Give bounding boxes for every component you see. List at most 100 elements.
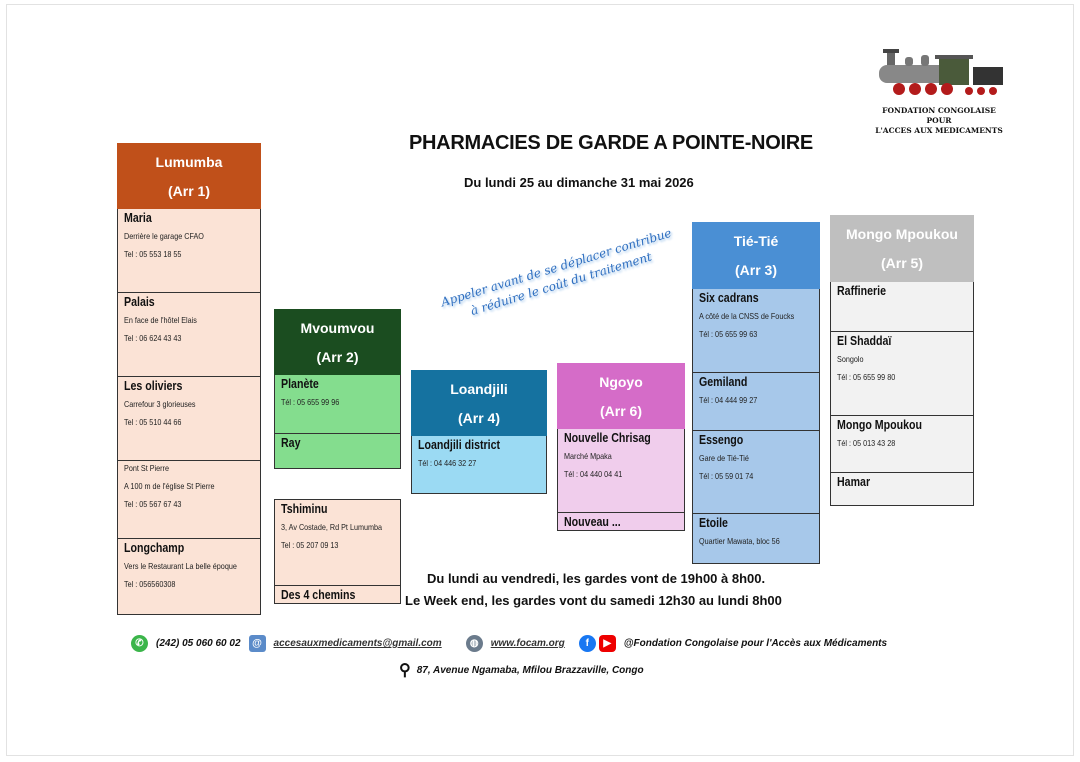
pharmacy-name: Gemiland (699, 375, 748, 389)
district-header: Tié-Tié (Arr 3) (692, 222, 820, 289)
pharmacy-name: El Shaddaï (837, 334, 892, 348)
phone-icon: ✆ (131, 635, 148, 652)
website-link[interactable]: www.focam.org (490, 638, 565, 649)
pharmacy-entry: Raffinerie (830, 282, 974, 332)
pharmacy-name: Tshiminu (281, 502, 328, 516)
pharmacy-detail: Marché Mpaka (564, 451, 612, 461)
pharmacy-detail: Tél : 05 655 99 96 (281, 397, 340, 407)
district-arrondissement: (Arr 6) (599, 402, 642, 419)
pharmacy-detail: A côté de la CNSS de Foucks (699, 311, 795, 321)
pharmacy-name: Loandjili district (418, 438, 501, 452)
district-header: Ngoyo(Arr 6) (557, 363, 685, 429)
pharmacy-name: Mongo Mpoukou (837, 418, 922, 432)
district-arrondissement: (Arr 5) (880, 255, 923, 272)
pharmacy-detail: A 100 m de l'église St Pierre (124, 481, 215, 491)
pharmacy-detail: Tél : 05 59 01 74 (699, 471, 754, 481)
district-name: Loandjili (450, 380, 508, 397)
pharmacy-entry: Des 4 chemins (274, 586, 401, 604)
pharmacy-detail: Quartier Mawata, bloc 56 (699, 536, 780, 546)
email-link[interactable]: accesauxmedicaments@gmail.com (273, 638, 442, 649)
pharmacy-name: Maria (124, 211, 152, 225)
pharmacy-entry: Nouveau ... (557, 513, 685, 531)
pharmacy-name: Les oliviers (124, 379, 183, 393)
pharmacy-detail: Pont St Pierre (124, 463, 169, 473)
pharmacy-name: Raffinerie (837, 284, 887, 298)
weekday-hours: Du lundi au vendredi, les gardes vont de… (427, 571, 766, 586)
globe-icon: ◍ (465, 635, 483, 652)
pharmacy-detail: Gare de Tié-Tié (699, 453, 749, 463)
address: ⚲ 87, Avenue Ngamaba, Mfilou Brazzaville… (399, 660, 644, 680)
district-header: Loandjili(Arr 4) (411, 370, 547, 436)
pharmacy-name: Six cadrans (699, 291, 759, 305)
district-column-ti-ti-: Tié-Tié (Arr 3) Six cadrans A côté de la CN… (692, 222, 820, 564)
district-arrondissement: (Arr 1) (167, 182, 210, 199)
pharmacy-detail: Tél : 05 655 99 63 (699, 329, 758, 339)
pharmacy-detail: Tel : 05 207 09 13 (281, 540, 339, 550)
address-text: 87, Avenue Ngamaba, Mfilou Brazzaville, … (416, 664, 644, 676)
pharmacy-detail: Tél : 04 440 04 41 (564, 469, 623, 479)
phone-number: (242) 05 060 60 02 (156, 638, 241, 649)
pharmacy-name: Ray (281, 436, 301, 450)
district-column-mongo-mpoukou: Mongo Mpoukou (Arr 5) Raffinerie El Shaddaï… (830, 215, 974, 506)
pharmacy-detail: Tél : 05 655 99 80 (837, 372, 896, 382)
train-logo-icon (879, 49, 1003, 95)
pharmacy-detail: Tel : 056560308 (124, 579, 176, 589)
district-header: Mvoumvou (Arr 2) (274, 309, 401, 375)
page-title: PHARMACIES DE GARDE A POINTE-NOIRE (409, 132, 813, 154)
pharmacy-detail: Tel : 05 567 67 43 (124, 499, 182, 509)
pharmacy-name: Longchamp (124, 541, 185, 555)
pharmacy-name: Nouveau ... (564, 515, 621, 529)
district-arrondissement: (Arr 3) (734, 262, 777, 279)
logo-caption-1: FONDATION CONGOLAISE POUR (882, 106, 996, 125)
district-name: Mongo Mpoukou (846, 225, 958, 242)
youtube-icon: ▶ (598, 635, 616, 652)
pharmacy-name: Nouvelle Chrisag (564, 431, 651, 445)
pharmacy-detail: Tél : 04 444 99 27 (699, 395, 758, 405)
district-name: Tié-Tié (733, 232, 779, 249)
pharmacy-detail: Vers le Restaurant La belle époque (124, 561, 237, 571)
pharmacy-name: Etoile (699, 516, 728, 530)
pharmacy-name: Planète (281, 377, 319, 391)
district-arrondissement: (Arr 2) (316, 348, 359, 365)
pharmacy-detail: Songolo (837, 354, 864, 364)
pharmacy-entry: Ray (274, 434, 401, 469)
district-name: Lumumba (155, 153, 223, 170)
facebook-icon: f (578, 635, 596, 652)
pharmacy-detail: 3, Av Costade, Rd Pt Lumumba (281, 522, 383, 532)
pharmacy-entry: Pont St Pierre A 100 m de l'église St Pie… (117, 461, 261, 539)
district-header: Mongo Mpoukou (Arr 5) (830, 215, 974, 282)
pharmacy-name: Essengo (699, 433, 744, 447)
district-name: Mvoumvou (300, 319, 375, 336)
social-handle: @Fondation Congolaise pour l'Accès aux M… (623, 638, 888, 649)
slogan: Appeler avant de se déplacer contribue à… (439, 225, 679, 328)
date-range: Du lundi 25 au dimanche 31 mai 2026 (464, 175, 694, 190)
contact-footer: ✆ (242) 05 060 60 02 @ accesauxmedicamen… (131, 635, 887, 652)
pharmacy-detail: Tel : 06 624 43 43 (124, 333, 182, 343)
pharmacy-detail: Derrière le garage CFAO (124, 231, 204, 241)
location-pin-icon: ⚲ (399, 662, 411, 679)
pharmacy-detail: Tél : 05 013 43 28 (837, 438, 896, 448)
document-page: FONDATION CONGOLAISE POUR L'ACCES AUX ME… (6, 4, 1074, 756)
pharmacy-name: Palais (124, 295, 155, 309)
district-header: Lumumba (Arr 1) (117, 143, 261, 209)
pharmacy-detail: Tél : 04 446 32 27 (418, 458, 477, 468)
pharmacy-detail: Tel : 05 510 44 66 (124, 417, 182, 427)
focam-logo: FONDATION CONGOLAISE POUR L'ACCES AUX ME… (869, 45, 1009, 136)
